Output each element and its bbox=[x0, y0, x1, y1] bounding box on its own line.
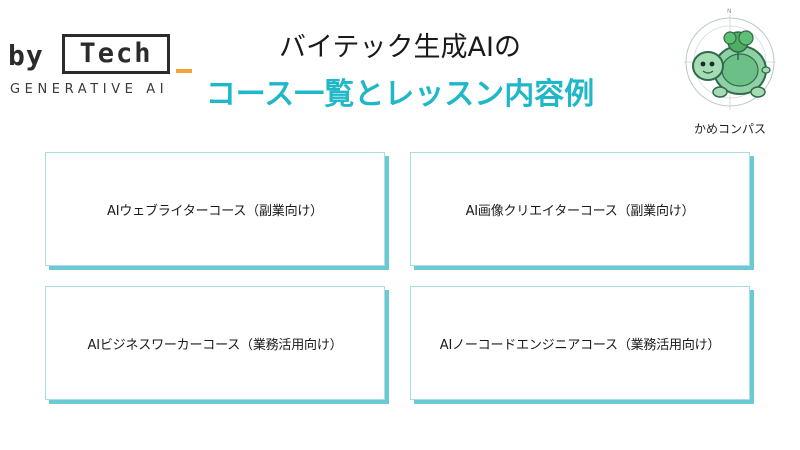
kame-compass-logo: N かめコンパス bbox=[670, 4, 790, 144]
course-card-label: AIビジネスワーカーコース（業務活用向け） bbox=[87, 337, 343, 353]
course-card-web-writer[interactable]: AIウェブライターコース（副業向け） bbox=[45, 152, 385, 266]
logo-wordmark: by Tech bbox=[8, 34, 192, 78]
logo-tech-text: Tech bbox=[79, 38, 153, 69]
logo-underscore-mark bbox=[176, 69, 192, 73]
logo-subtitle: GENERATIVE AI bbox=[10, 82, 169, 97]
bytech-logo: by Tech GENERATIVE AI bbox=[8, 34, 192, 104]
course-card-label: AIウェブライターコース（副業向け） bbox=[107, 203, 323, 219]
course-card-label: AIノーコードエンジニアコース（業務活用向け） bbox=[439, 337, 721, 353]
course-card-image-creator[interactable]: AI画像クリエイターコース（副業向け） bbox=[410, 152, 750, 266]
logo-by-text: by bbox=[8, 39, 44, 72]
svg-text:N: N bbox=[727, 8, 732, 15]
course-card-nocode-engineer[interactable]: AIノーコードエンジニアコース（業務活用向け） bbox=[410, 286, 750, 400]
course-card-business-worker[interactable]: AIビジネスワーカーコース（業務活用向け） bbox=[45, 286, 385, 400]
kame-compass-label: かめコンパス bbox=[693, 122, 766, 136]
turtle-compass-icon: N bbox=[684, 8, 776, 110]
course-card-label: AI画像クリエイターコース（副業向け） bbox=[465, 203, 695, 219]
page-subtitle: コース一覧とレッスン内容例 bbox=[205, 77, 595, 112]
logo-tech-box: Tech bbox=[62, 34, 170, 74]
page-title: バイテック生成AIの bbox=[279, 32, 521, 63]
